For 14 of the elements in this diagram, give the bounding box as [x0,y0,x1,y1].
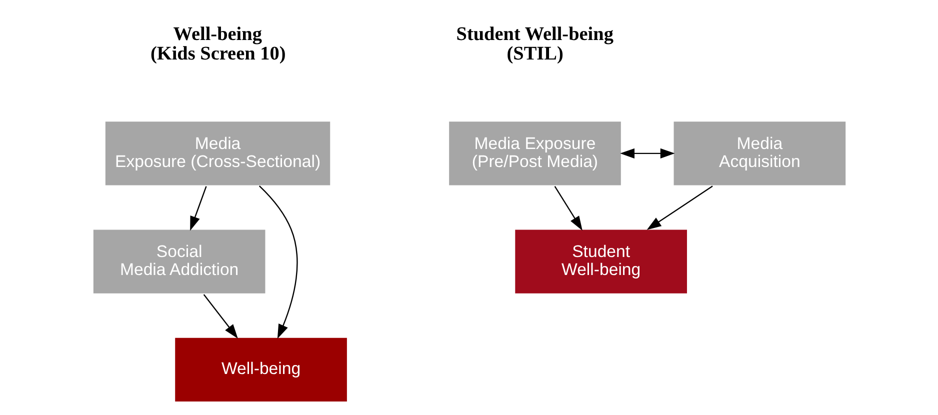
node-box: Media Exposure (Cross-Sectional) [104,120,331,186]
arrow [554,186,582,231]
node-box: Media Acquisition [672,120,846,186]
arrow [646,186,712,230]
arrow [190,186,206,231]
node-box: Social Media Addiction [92,228,266,295]
node-box: Media Exposure (Pre/Post Media) [447,120,622,186]
arrow [258,186,298,339]
node-box: Student Well-being [513,228,688,295]
label: Student Well-being (STIL) [456,24,613,64]
label: Well-being (Kids Screen 10) [150,24,286,64]
arrow [202,294,238,339]
node-box: Well-being [173,336,348,403]
arrow [620,148,674,158]
